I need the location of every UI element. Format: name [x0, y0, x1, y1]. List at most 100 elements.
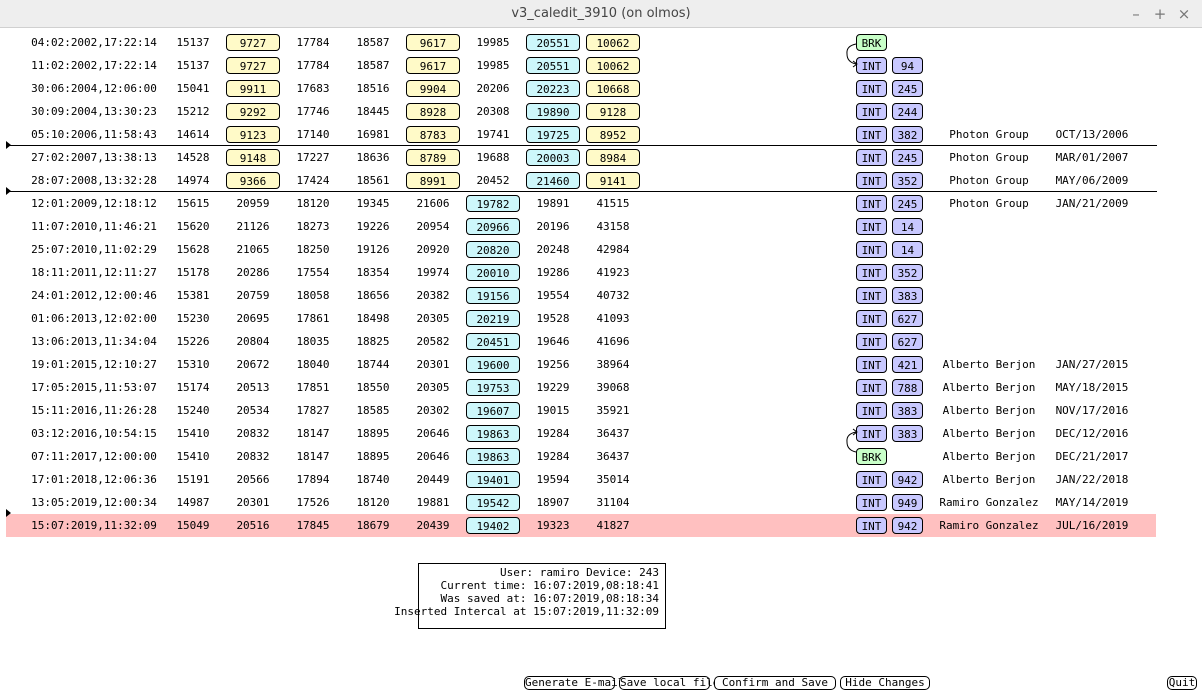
intercal-tag[interactable]: INT — [856, 471, 887, 488]
value-field[interactable]: 20451 — [466, 333, 520, 350]
value-field[interactable]: 20966 — [466, 218, 520, 235]
value-field[interactable]: 20551 — [526, 57, 580, 74]
quit-button[interactable]: Quit — [1167, 676, 1197, 690]
value-field[interactable]: 8991 — [406, 172, 460, 189]
device-tag[interactable]: 382 — [892, 126, 923, 143]
value-field[interactable]: 8783 — [406, 126, 460, 143]
device-tag[interactable]: 352 — [892, 264, 923, 281]
device-tag[interactable]: 627 — [892, 310, 923, 327]
value-field[interactable]: 21460 — [526, 172, 580, 189]
intercal-tag[interactable]: INT — [856, 241, 887, 258]
value-field[interactable]: 20223 — [526, 80, 580, 97]
intercal-tag[interactable]: INT — [856, 80, 887, 97]
value-field[interactable]: 19725 — [526, 126, 580, 143]
value-field[interactable]: 19863 — [466, 448, 520, 465]
value-field[interactable]: 9148 — [226, 149, 280, 166]
value-field[interactable]: 19600 — [466, 356, 520, 373]
intercal-tag[interactable]: INT — [856, 57, 887, 74]
value-field[interactable]: 19863 — [466, 425, 520, 442]
value-field[interactable]: 20551 — [526, 34, 580, 51]
value-field[interactable]: 19753 — [466, 379, 520, 396]
intercal-tag[interactable]: INT — [856, 195, 887, 212]
save-local-file-button[interactable]: Save local file — [619, 676, 720, 690]
device-tag[interactable]: 383 — [892, 402, 923, 419]
value-field[interactable]: 10062 — [586, 34, 640, 51]
device-tag[interactable]: 244 — [892, 103, 923, 120]
device-tag[interactable]: 949 — [892, 494, 923, 511]
value-field[interactable]: 20820 — [466, 241, 520, 258]
intercal-tag[interactable]: INT — [856, 287, 887, 304]
value-field[interactable]: 9727 — [226, 34, 280, 51]
value-field[interactable]: 19156 — [466, 287, 520, 304]
device-tag[interactable]: 245 — [892, 149, 923, 166]
value-field[interactable]: 8952 — [586, 126, 640, 143]
value-field[interactable]: 8789 — [406, 149, 460, 166]
intercal-tag[interactable]: INT — [856, 379, 887, 396]
value-field[interactable]: 9292 — [226, 103, 280, 120]
value-field[interactable]: 9727 — [226, 57, 280, 74]
device-tag[interactable]: 421 — [892, 356, 923, 373]
device-tag[interactable]: 352 — [892, 172, 923, 189]
intercal-tag[interactable]: INT — [856, 172, 887, 189]
device-tag[interactable]: 383 — [892, 425, 923, 442]
value-field[interactable]: 8984 — [586, 149, 640, 166]
generate-email-button[interactable]: Generate E-mail — [524, 676, 625, 690]
intercal-tag[interactable]: INT — [856, 126, 887, 143]
value-field[interactable]: 10062 — [586, 57, 640, 74]
intercal-tag[interactable]: INT — [856, 425, 887, 442]
value-field[interactable]: 20219 — [466, 310, 520, 327]
intercal-tag[interactable]: INT — [856, 517, 887, 534]
value-field[interactable]: 8928 — [406, 103, 460, 120]
device-tag[interactable]: 94 — [892, 57, 923, 74]
break-tag[interactable]: BRK — [856, 34, 887, 51]
device-tag[interactable]: 942 — [892, 517, 923, 534]
value-field[interactable]: 19401 — [466, 471, 520, 488]
intercal-tag[interactable]: INT — [856, 149, 887, 166]
device-tag[interactable]: 245 — [892, 195, 923, 212]
value-field[interactable]: 9904 — [406, 80, 460, 97]
device-tag[interactable]: 14 — [892, 241, 923, 258]
device-tag[interactable]: 245 — [892, 80, 923, 97]
device-tag[interactable]: 14 — [892, 218, 923, 235]
value-field[interactable]: 19890 — [526, 103, 580, 120]
maximize-icon[interactable]: + — [1153, 5, 1167, 23]
intercal-tag[interactable]: INT — [856, 333, 887, 350]
break-tag[interactable]: BRK — [856, 448, 887, 465]
confirm-and-save-button[interactable]: Confirm and Save — [714, 676, 836, 690]
intercal-tag[interactable]: INT — [856, 310, 887, 327]
value-field[interactable]: 9141 — [586, 172, 640, 189]
value-field[interactable]: 20010 — [466, 264, 520, 281]
intercal-tag[interactable]: INT — [856, 494, 887, 511]
intercal-tag[interactable]: INT — [856, 356, 887, 373]
intercal-tag[interactable]: INT — [856, 103, 887, 120]
device-tag[interactable]: 383 — [892, 287, 923, 304]
value-field[interactable]: 19607 — [466, 402, 520, 419]
value-field[interactable]: 10668 — [586, 80, 640, 97]
device-tag[interactable]: 942 — [892, 471, 923, 488]
intercal-tag[interactable]: INT — [856, 402, 887, 419]
value-field[interactable]: 9366 — [226, 172, 280, 189]
value-field[interactable]: 9123 — [226, 126, 280, 143]
close-icon[interactable]: × — [1177, 5, 1191, 23]
intercal-tag[interactable]: INT — [856, 264, 887, 281]
